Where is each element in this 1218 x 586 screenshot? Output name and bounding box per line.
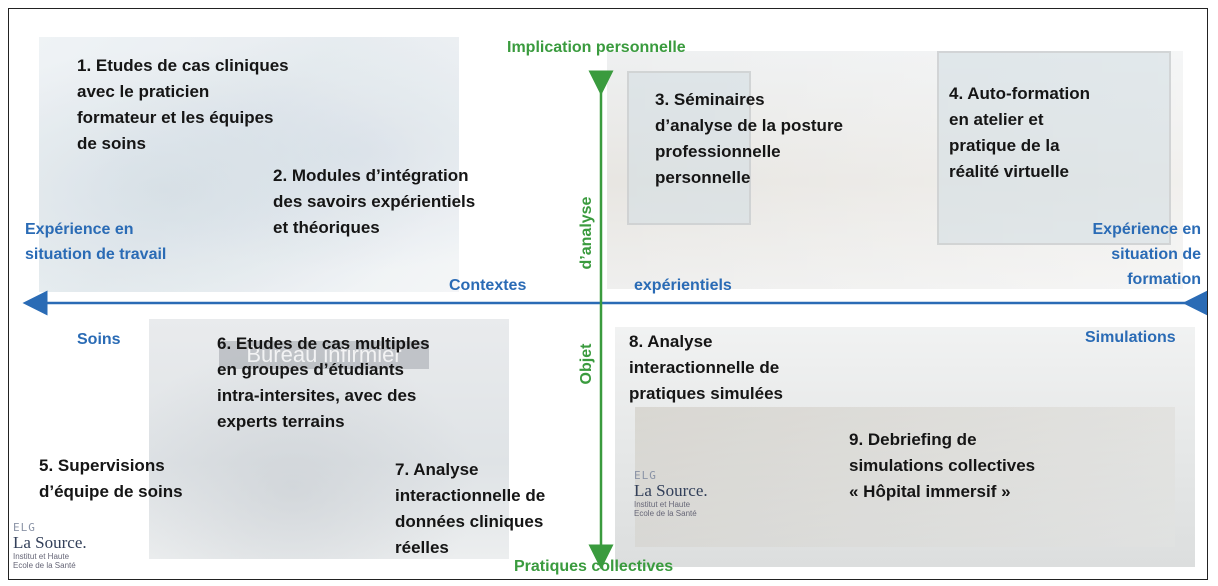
axis-vertical-upper-label: d’analyse: [578, 196, 595, 270]
axis-left-label: Expérience en situation de travail: [25, 221, 167, 263]
photo-nurse-top-left: [39, 37, 459, 292]
axis-vertical-lower-label: Objet: [578, 343, 595, 385]
photo-simulation-hall-bottom-right: [615, 327, 1195, 567]
axes: [22, 70, 1207, 570]
axis-bottom-label: Pratiques collectives: [514, 558, 674, 575]
axis-left-lower-label: Soins: [77, 331, 121, 348]
axis-top-label: Implication personnelle: [507, 39, 686, 56]
axis-center-left-label: Contextes: [449, 277, 527, 294]
diagram-frame: Bureau infirmier Implication personnelle…: [8, 8, 1208, 580]
axis-right-lower-label: Simulations: [1085, 329, 1176, 346]
axis-right-label: Expérience en situation de formation: [1092, 221, 1202, 288]
logo-mark-icon: ELG: [13, 521, 36, 534]
photo-training-room-top-right: [607, 51, 1183, 289]
logo-la-source-bottom-left: ELG La Source. Institut et Haute Ecole d…: [13, 521, 87, 570]
photo-sign: Bureau infirmier: [219, 341, 429, 369]
axis-center-right-label: expérientiels: [634, 277, 732, 294]
photo-nursing-office-bottom-left: Bureau infirmier: [149, 319, 509, 559]
logo-mark-icon: ELG: [634, 469, 657, 482]
logo-la-source-center: ELG La Source. Institut et Haute Ecole d…: [634, 469, 708, 518]
